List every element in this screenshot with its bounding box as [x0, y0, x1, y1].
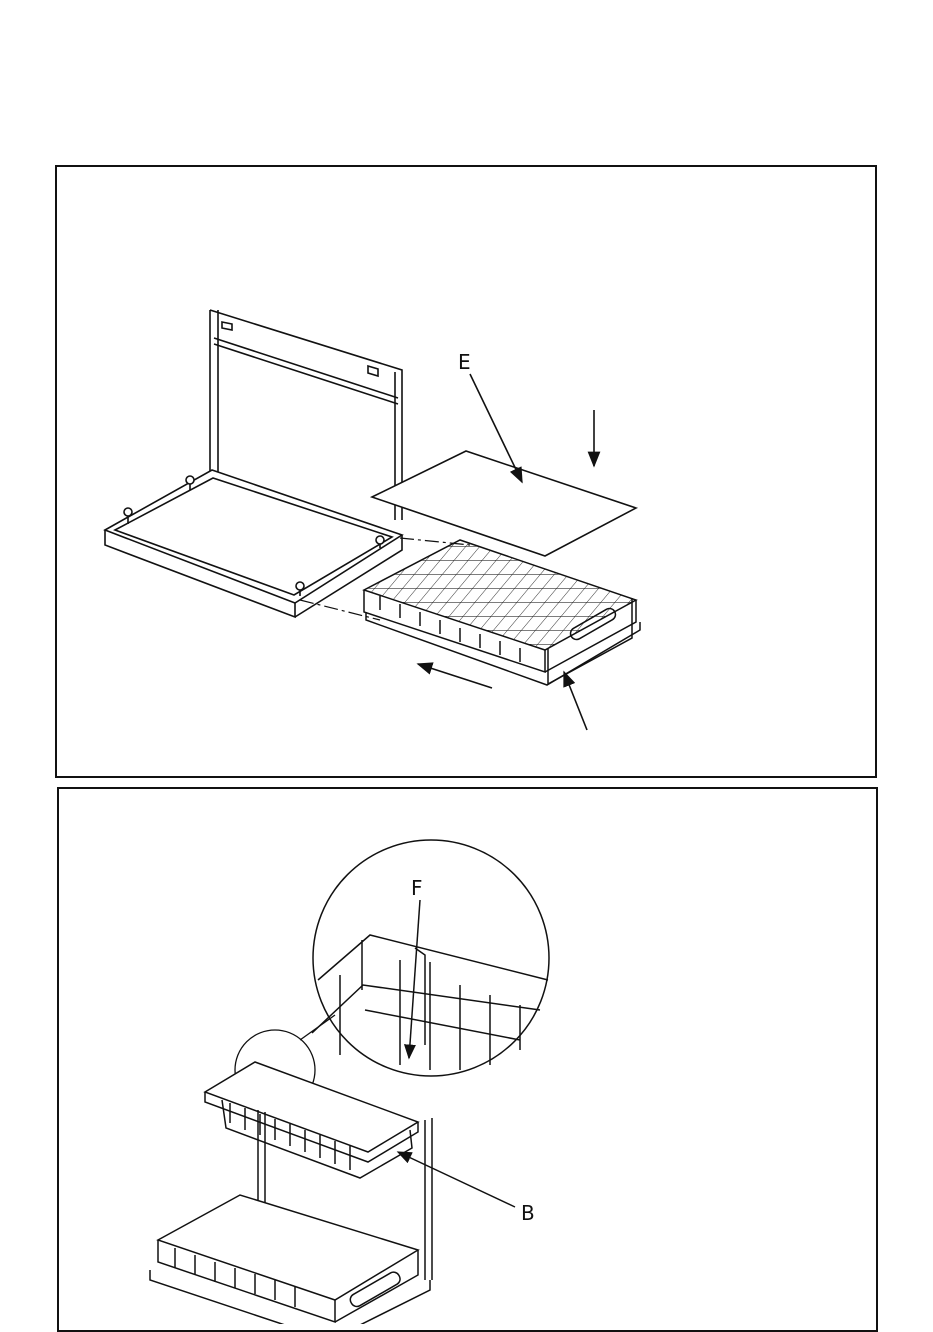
- callout-e-label: E: [458, 350, 471, 374]
- insert-sheet-e: [372, 451, 636, 556]
- callout-f-label: F: [411, 876, 423, 900]
- callout-b-label: B: [521, 1201, 535, 1225]
- wire-basket: [364, 540, 640, 685]
- open-frame-unit: [105, 310, 402, 617]
- basket-assembly: [150, 1062, 432, 1324]
- detail-magnifier: [312, 840, 549, 1076]
